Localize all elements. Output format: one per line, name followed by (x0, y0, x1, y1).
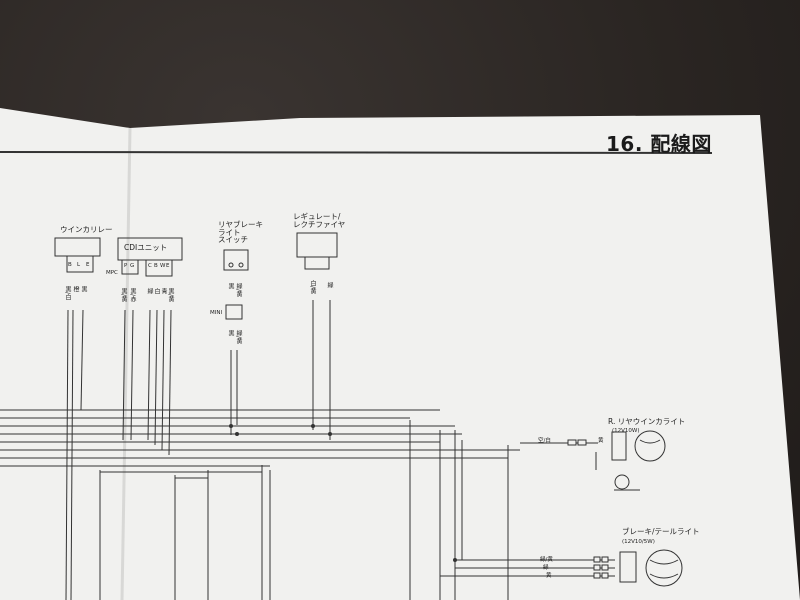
cdi-terminal-p: P (124, 263, 128, 269)
paper-fold (120, 127, 132, 600)
winker-wire-3: 黒 (80, 286, 87, 292)
switch-contact-icon (238, 262, 244, 268)
brake-tail-light-label: ブレーキ/テールライト (622, 527, 700, 536)
cdi-terminal-c: C (148, 263, 152, 269)
cdi-wire-2: 黒/赤 (129, 288, 136, 303)
rear-brake-switch-label: リヤブレーキ ライト スイッチ (218, 220, 263, 244)
rear-winker-rating: (12V10W) (612, 428, 640, 434)
paper-surface (0, 108, 800, 600)
cdi-wire-1: 黒/黄 (120, 288, 127, 303)
cdi-unit-label: CDIユニット (124, 243, 168, 252)
rear-brake-switch-box (223, 249, 249, 271)
rear-winker-wire-out: 黄 (598, 438, 604, 444)
winker-terminal-l: L (77, 262, 81, 268)
rear-winker-lamp-icon (611, 430, 666, 491)
brake-tail-lamp-icon (619, 549, 683, 587)
switch-contact-icon (228, 262, 234, 268)
cdi-terminal-e: E (166, 263, 170, 269)
cdi-connector-a (121, 259, 139, 275)
header-rule (0, 151, 713, 154)
cdi-wire-4: 白 (153, 288, 160, 294)
regulator-label: レギュレート/ レクチファイヤ (293, 212, 346, 229)
brake-switch-connector-note: MINI (210, 310, 223, 316)
winker-wire-2: 橙 (72, 286, 79, 292)
winker-relay-label: ウインカリレー (60, 225, 113, 234)
horizontal-wire-bus (0, 409, 615, 577)
winker-relay-connector (66, 255, 94, 273)
rear-winker-label: R. リヤウインカライト (608, 417, 686, 426)
cdi-terminal-w: W (160, 263, 166, 269)
rear-winker-wire-in: 空/白 (538, 438, 551, 444)
tail-wire-3: 黄 (546, 573, 552, 579)
brake-tail-light-rating: (12V10/5W) (622, 539, 655, 545)
page-title: 16. 配線図 (606, 132, 712, 156)
regulator-wire-1: 白/黄 (309, 280, 316, 295)
regulator-wire-2: 緑 (326, 282, 333, 288)
winker-terminal-e: E (86, 262, 90, 268)
cdi-terminal-b: B (154, 263, 158, 269)
brake-switch-wire-1b: 黒 (227, 330, 234, 336)
winker-wire-1: 黒/白 (64, 286, 71, 301)
cdi-wire-3: 緑 (146, 288, 153, 294)
cdi-wire-6: 黒/黄 (167, 288, 174, 303)
inline-connectors (567, 439, 609, 579)
winker-terminal-b: B (68, 262, 72, 268)
tail-wire-2: 緑 (543, 565, 549, 571)
junction-dots (229, 424, 457, 562)
cdi-wire-5: 青 (160, 288, 167, 294)
rear-brake-connector (225, 304, 243, 320)
brake-switch-wire-2: 緑/黄 (235, 283, 242, 298)
cdi-terminal-g: G (130, 263, 135, 269)
vertical-wires (65, 300, 509, 600)
tail-wire-1: 緑/黄 (540, 557, 553, 563)
brake-switch-wire-1: 黒 (227, 283, 234, 289)
brake-switch-wire-2b: 緑/黄 (235, 330, 242, 345)
regulator-connector (304, 256, 330, 270)
cdi-connector-note: MPC (106, 270, 118, 276)
cdi-connector-b (145, 259, 173, 277)
